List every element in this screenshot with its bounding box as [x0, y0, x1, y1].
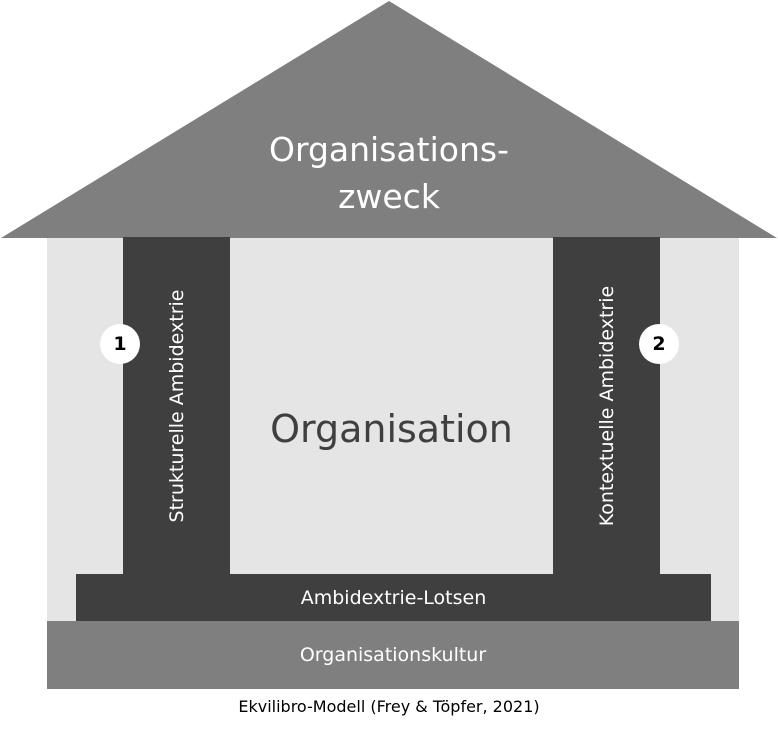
- roof-title-line-2: zweck: [338, 177, 440, 216]
- ambidexterity-pilots-bar: Ambidextrie-Lotsen: [76, 574, 711, 622]
- pillar-structural-ambidexterity: Strukturelle Ambidextrie: [123, 237, 230, 575]
- roof-title-line-1: Organisations-: [269, 130, 509, 169]
- figure-caption: Ekvilibro-Modell (Frey & Töpfer, 2021): [238, 697, 540, 716]
- number-badge-1: 1: [100, 324, 140, 364]
- organisation-label: Organisation: [270, 407, 513, 451]
- pillar-right-label: Kontextuelle Ambidextrie: [595, 285, 618, 527]
- lotsen-label: Ambidextrie-Lotsen: [300, 587, 487, 609]
- number-badge-2: 2: [639, 324, 679, 364]
- pillar-left-label: Strukturelle Ambidextrie: [165, 289, 188, 523]
- foundation-label: Organisationskultur: [299, 644, 487, 666]
- foundation-organizational-culture: Organisationskultur: [47, 621, 739, 689]
- roof-triangle: [1, 1, 777, 238]
- roof: [1, 1, 777, 238]
- pillar-contextual-ambidexterity: Kontextuelle Ambidextrie: [553, 237, 660, 575]
